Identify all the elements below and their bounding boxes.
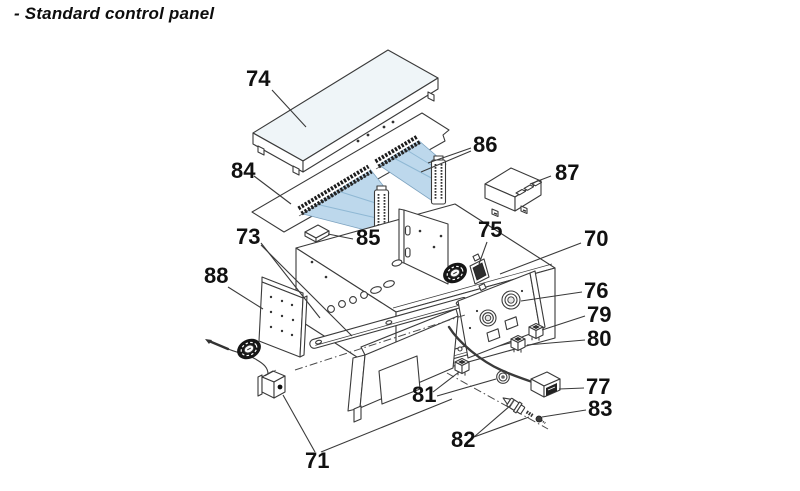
leader-81 (432, 371, 460, 393)
part-83-screw (535, 415, 546, 424)
part-label-86: 86 (473, 132, 497, 157)
leader-77 (558, 387, 585, 390)
leader-74 (271, 89, 307, 128)
part-77-module (447, 325, 561, 398)
leader-86 (427, 147, 472, 164)
part-82-lamp-holder (502, 397, 534, 418)
part-label-80: 80 (587, 326, 611, 351)
display-fascia (347, 308, 459, 423)
part-71-thermostat (205, 334, 286, 399)
leader-73 (260, 244, 353, 337)
part-label-76: 76 (584, 278, 608, 303)
part-label-74: 74 (246, 66, 271, 91)
leader-87 (529, 175, 552, 185)
leader-82 (473, 404, 512, 438)
terminal-strips (297, 134, 422, 217)
leader-79 (541, 315, 586, 331)
leader-75 (478, 241, 488, 265)
leader-70 (499, 242, 582, 275)
part-label-70: 70 (584, 226, 608, 251)
lamp-spring (525, 410, 534, 418)
part-label-85: 85 (356, 225, 380, 250)
edge-connectors (373, 155, 447, 235)
part-label-75: 75 (478, 217, 502, 242)
leader-83 (541, 409, 587, 418)
part-75-switch-and-knob (438, 253, 490, 292)
part-85-clip (304, 224, 330, 243)
part-label-73: 73 (236, 224, 260, 249)
page-title: - Standard control panel (14, 4, 215, 23)
leader-76 (520, 291, 583, 302)
leader-86 (420, 150, 472, 173)
part-74-top-cover (252, 49, 439, 176)
part-84-mounting-plate (251, 112, 450, 233)
part-87-module (484, 167, 543, 218)
leader-80 (526, 339, 586, 346)
leader-71 (282, 394, 316, 453)
part-label-84: 84 (231, 158, 256, 183)
leader-84 (253, 175, 292, 205)
assembly-axis-lines (294, 314, 549, 430)
part-label-87: 87 (555, 160, 579, 185)
leader-82 (473, 416, 530, 438)
part-label-83: 83 (588, 396, 612, 421)
part-label-79: 79 (587, 302, 611, 327)
leader-85 (327, 233, 354, 240)
leader-81 (436, 378, 497, 397)
part-88-end-plate (258, 276, 308, 358)
leader-71 (320, 398, 453, 453)
part-label-71: 71 (305, 448, 329, 473)
leader-88 (227, 286, 264, 310)
part-label-82: 82 (451, 427, 475, 452)
part-label-81: 81 (412, 382, 436, 407)
part-label-88: 88 (204, 263, 228, 288)
part-label-77: 77 (586, 374, 610, 399)
